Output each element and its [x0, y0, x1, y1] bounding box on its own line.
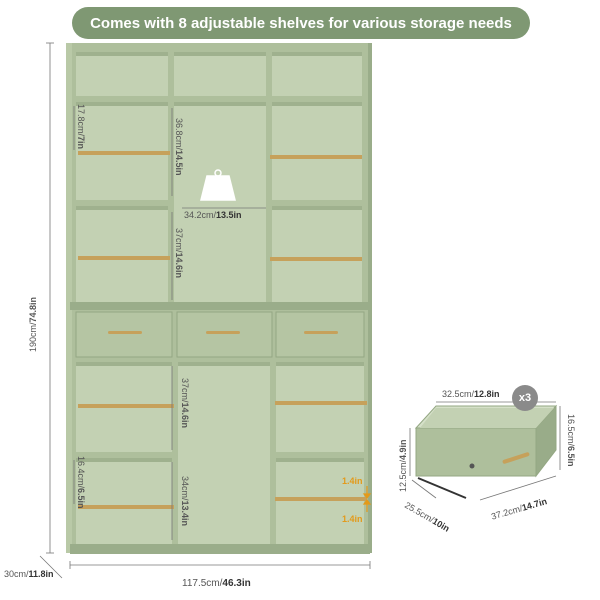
low-left-gap-cm: 16.4cm/	[76, 456, 86, 489]
top-mid-height2-in: 14.6in	[174, 252, 184, 279]
low-mid-height2-label: 34cm/13.4in	[180, 476, 190, 526]
height-in: 74.8in	[28, 296, 38, 323]
shelf	[275, 497, 367, 501]
drawer-inner-width-cm: 32.5cm/	[442, 389, 475, 399]
low-left-gap-in: 6.5in	[76, 488, 86, 509]
drawer-outer-height-cm: 16.5cm/	[566, 414, 576, 447]
mid-width-cm: 34.2cm/	[184, 210, 217, 220]
feature-banner: Comes with 8 adjustable shelves for vari…	[72, 7, 530, 39]
mid-width-label: 34.2cm/13.5in	[184, 210, 242, 220]
top-mid-height2-label: 37cm/14.6in	[174, 228, 184, 278]
height-cm: 190cm/	[28, 322, 38, 352]
low-mid-height-cm: 37cm/	[180, 378, 190, 403]
top-mid-height-in: 14.5in	[174, 150, 184, 176]
drawer-count: x3	[518, 392, 532, 404]
feature-banner-text: Comes with 8 adjustable shelves for vari…	[90, 14, 512, 32]
drawer-outer-height-label: 16.5cm/6.5in	[566, 414, 576, 467]
low-mid-height2-in: 13.4in	[180, 500, 190, 527]
shelf	[78, 151, 170, 155]
drawer-outer-height-in: 6.5in	[566, 446, 576, 467]
shelf	[270, 257, 362, 261]
mid-width-in: 13.5in	[216, 210, 242, 220]
shelf-pitch-top: 1.4in	[342, 476, 363, 486]
top-left-gap-label: 17.8cm/7in	[76, 104, 86, 149]
weight-icon	[200, 169, 236, 201]
weight-unit: lbs	[213, 195, 222, 202]
drawer-inner-width-label: 32.5cm/12.8in	[442, 389, 500, 399]
drawer-inner-height-label: 12.5cm/4.9in	[398, 439, 408, 492]
drawer-inner-height-in: 4.9in	[398, 439, 408, 460]
top-mid-height2-cm: 37cm/	[174, 228, 184, 253]
shelf	[78, 505, 174, 509]
shelf	[275, 401, 367, 405]
shelf	[78, 404, 174, 408]
depth-in: 11.8in	[28, 569, 54, 579]
shelf-pitch-bottom: 1.4in	[342, 514, 363, 524]
depth-cm: 30cm/	[4, 569, 29, 579]
top-left-gap-cm: 17.8cm/	[76, 104, 86, 137]
top-mid-height-cm: 36.8cm/	[174, 118, 184, 151]
drawer-illustration	[414, 404, 558, 499]
width-label: 117.5cm/46.3in	[182, 578, 251, 589]
weight-value: 65	[211, 183, 223, 194]
drawer-inner-width-in: 12.8in	[474, 389, 500, 399]
shelf	[270, 155, 362, 159]
shelf	[78, 256, 170, 260]
width-in: 46.3in	[222, 578, 251, 589]
width-cm: 117.5cm/	[182, 578, 223, 589]
low-mid-height2-cm: 34cm/	[180, 476, 190, 501]
top-mid-height-label: 36.8cm/14.5in	[174, 118, 184, 176]
low-mid-height-in: 14.6in	[180, 402, 190, 429]
drawer-row	[75, 311, 365, 358]
low-left-gap-label: 16.4cm/6.5in	[76, 456, 86, 509]
drawer-count-badge: x3	[512, 385, 538, 411]
drawer-inner-height-cm: 12.5cm/	[398, 459, 408, 492]
height-label: 190cm/74.8in	[28, 297, 38, 352]
top-left-gap-in: 7in	[76, 136, 86, 150]
low-mid-height-label: 37cm/14.6in	[180, 378, 190, 428]
depth-label: 30cm/11.8in	[4, 569, 54, 579]
